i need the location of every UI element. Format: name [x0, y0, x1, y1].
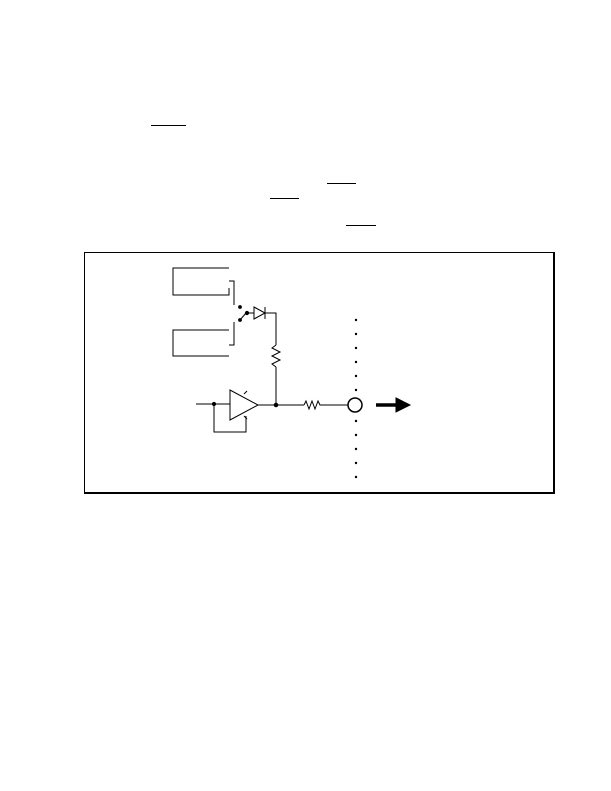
diode-triangle	[253, 306, 267, 320]
buffer-amplifier	[229, 389, 260, 421]
output-arrow-head	[395, 397, 412, 413]
overline-mark-4	[346, 225, 376, 226]
overline-mark-1	[151, 125, 186, 126]
lower-block-lead	[229, 322, 235, 346]
figure-frame	[84, 252, 555, 494]
chip-boundary-dotted-line	[354, 318, 358, 479]
output-pin	[347, 397, 363, 413]
pull-up-resistor	[270, 344, 282, 368]
amp-mark-bottom	[243, 415, 248, 420]
overline-mark-3	[270, 198, 299, 199]
output-junction	[273, 402, 279, 408]
overline-mark-2	[327, 183, 356, 184]
upper-block	[172, 267, 230, 296]
diode-lead-out	[265, 312, 277, 345]
switch-contact-top	[238, 305, 242, 309]
amp-feedback-line	[213, 404, 247, 433]
switch-arm	[239, 312, 247, 321]
amp-mark-top	[243, 390, 248, 395]
series-resistor	[303, 399, 348, 411]
upper-block-lead	[229, 280, 235, 305]
lower-block	[172, 329, 229, 357]
